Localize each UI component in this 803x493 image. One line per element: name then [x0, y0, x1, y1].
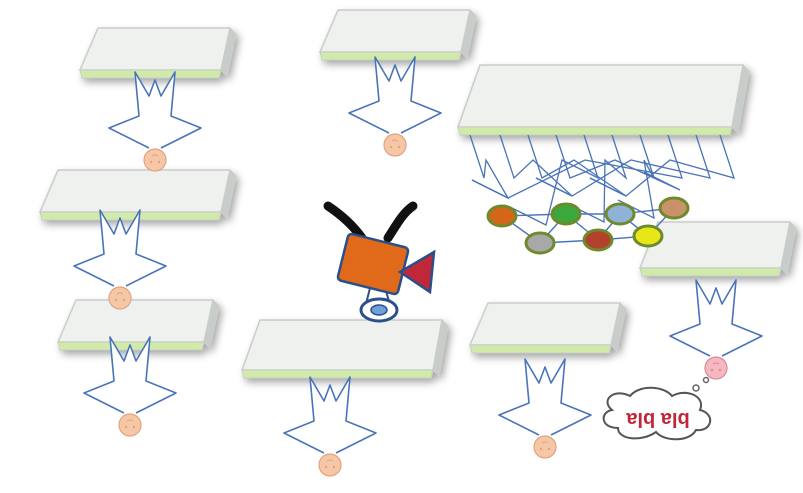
desk-group: [40, 10, 796, 378]
desk: [640, 222, 796, 276]
face-icon: [705, 357, 727, 379]
network-node: [552, 204, 580, 224]
thought-dot: [693, 385, 699, 391]
desk: [58, 300, 219, 350]
face-icon: [384, 134, 406, 156]
network-node: [660, 198, 688, 218]
worker-figure: [109, 72, 201, 171]
desk: [320, 10, 476, 60]
thought-dot: [704, 378, 709, 383]
desk: [80, 28, 236, 78]
face-icon: [534, 436, 556, 458]
network-link: [556, 135, 680, 190]
desk: [458, 65, 749, 135]
desk: [470, 303, 626, 353]
face-icon: [109, 287, 131, 309]
camera-base-center: [371, 305, 387, 315]
face-icon: [319, 454, 341, 476]
speech-bubble-text: bla bla: [625, 408, 689, 430]
network-node: [526, 233, 554, 253]
network-node: [488, 206, 516, 226]
camera-antenna-left: [328, 206, 362, 238]
face-icon: [144, 149, 166, 171]
face-icon: [119, 414, 141, 436]
network-node: [606, 204, 634, 224]
desk: [242, 320, 448, 378]
network-node: [634, 226, 662, 246]
camera-antenna-right: [388, 206, 413, 238]
camera-body: [337, 233, 409, 295]
worker-figure: [84, 337, 176, 436]
worker-figure: [670, 280, 762, 379]
video-camera-icon: [328, 206, 434, 321]
speech-bubble: bla bla: [604, 378, 711, 440]
worker-figure: [349, 57, 441, 156]
network-node: [584, 230, 612, 250]
worker-figure: [284, 377, 376, 476]
worker-figure: [499, 359, 591, 458]
worker-figure: [74, 210, 166, 309]
